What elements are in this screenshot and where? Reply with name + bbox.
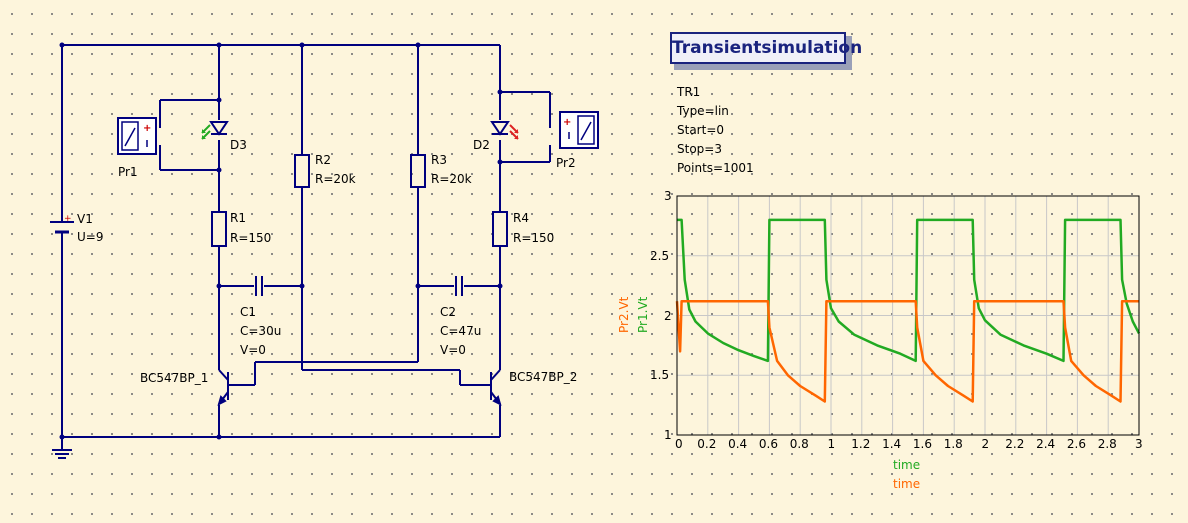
c2-value: C=47u: [440, 324, 482, 338]
r1-value: R=150: [230, 231, 272, 245]
r3-label: R3: [431, 153, 447, 167]
ylabel-pr1: Pr1.Vt: [636, 296, 650, 333]
c1-label: C1: [240, 305, 257, 319]
x-tick-label: 2: [981, 437, 990, 451]
probe-pr2-symbol[interactable]: +: [559, 111, 599, 149]
capacitor-c2[interactable]: [455, 276, 463, 296]
probe-pr1-symbol[interactable]: +: [117, 117, 157, 155]
c1-value: C=30u: [240, 324, 282, 338]
resistor-r2[interactable]: [294, 154, 310, 188]
battery-symbol[interactable]: +: [50, 214, 74, 240]
y-tick-label: 1.5: [650, 368, 670, 383]
x-tick-label: 0: [675, 437, 683, 451]
transistor-q1-symbol[interactable]: [217, 369, 229, 406]
transistor-q2-symbol[interactable]: [490, 369, 502, 406]
resistor-r1[interactable]: [211, 211, 227, 247]
y-tick-label: 2.5: [650, 248, 670, 263]
d3-label: D3: [230, 138, 247, 152]
y-tick-label: 2: [664, 308, 672, 323]
x-tick-label: 2.6: [1066, 437, 1086, 451]
resistor-r4[interactable]: [492, 211, 508, 247]
c2-label: C2: [440, 305, 457, 319]
pr2-label: Pr2: [556, 156, 576, 170]
wires: [61, 44, 551, 450]
capacitor-c1[interactable]: [255, 276, 263, 296]
x-tick-label: 2.2: [1005, 437, 1025, 451]
led-d2-symbol[interactable]: [490, 121, 519, 140]
c1-init: V=0: [240, 343, 266, 357]
svg-text:+: +: [563, 117, 571, 128]
x-tick-label: 0.4: [728, 437, 748, 451]
ylabel-pr2: Pr2.Vt: [617, 296, 631, 333]
c2-init: V=0: [440, 343, 466, 357]
svg-text:+: +: [64, 214, 72, 224]
sim-param-type: Type=lin: [677, 104, 729, 118]
r3-value: R=20k: [431, 172, 472, 186]
x-tick-label: 2.4: [1036, 437, 1056, 451]
v1-value: U=9: [77, 230, 104, 244]
x-tick-label: 1.6: [912, 437, 932, 451]
d2-label: D2: [473, 138, 490, 152]
q1-label: BC547BP_1: [140, 371, 209, 385]
q2-label: BC547BP_2: [509, 370, 578, 384]
v1-label: V1: [77, 212, 93, 226]
xlabel-pr2: time: [893, 477, 921, 491]
sim-title-box[interactable]: Transientsimulation: [670, 32, 863, 64]
sim-param-start: Start=0: [677, 123, 725, 137]
r4-value: R=150: [513, 231, 555, 245]
x-tick-label: 1.4: [882, 437, 902, 451]
y-tick-label: 1: [664, 428, 672, 442]
sim-param-points: Points=1001: [677, 161, 754, 175]
sim-title: Transientsimulation: [672, 38, 863, 58]
x-tick-label: 3: [1135, 437, 1143, 451]
sim-param-stop: Stop=3: [677, 142, 722, 156]
sim-param-name: TR1: [677, 85, 701, 99]
x-tick-label: 1.8: [943, 437, 963, 451]
junction-dots: [59, 42, 503, 440]
svg-text:+: +: [143, 123, 151, 134]
x-tick-label: 2.8: [1097, 437, 1117, 451]
y-tick-label: 3: [664, 189, 672, 203]
led-d3-symbol[interactable]: [201, 121, 229, 140]
x-tick-label: 0.6: [758, 437, 778, 451]
x-tick-label: 0.2: [697, 437, 717, 451]
x-tick-label: 1.2: [851, 437, 871, 451]
x-tick-label: 1: [827, 437, 836, 451]
r2-label: R2: [315, 153, 331, 167]
resistor-r3[interactable]: [410, 154, 426, 188]
xlabel-pr1: time: [893, 458, 921, 472]
r4-label: R4: [513, 211, 529, 225]
pr1-label: Pr1: [118, 165, 138, 179]
ground-symbol: [52, 449, 72, 459]
r2-value: R=20k: [315, 172, 356, 186]
r1-label: R1: [230, 211, 246, 225]
x-tick-label: 0.8: [789, 437, 809, 451]
